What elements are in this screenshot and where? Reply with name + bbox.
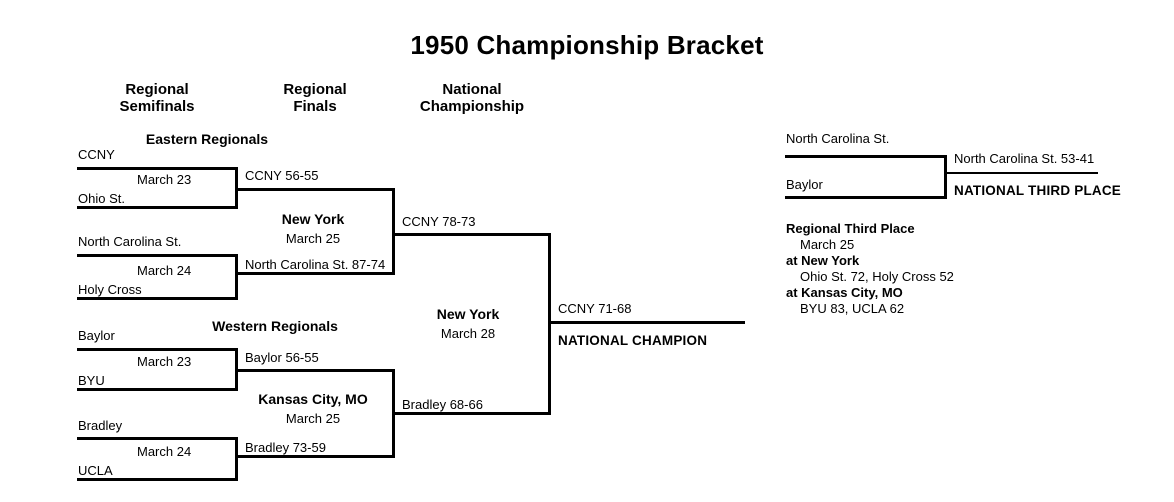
semifinal-4-date: March 24 (137, 444, 192, 459)
column-header-regional-semifinals: Regional Semifinals (119, 81, 195, 115)
semifinal-3-top-rule (77, 348, 238, 351)
semifinal-4-connector (235, 437, 238, 480)
semifinal-1-bottom-rule (77, 206, 238, 209)
championship-date: March 28 (440, 326, 496, 341)
east-final-connector (392, 188, 395, 275)
semifinal-4-top-rule (77, 437, 238, 440)
semifinal-4-top-team: Bradley (78, 418, 123, 433)
national-champion-label: NATIONAL CHAMPION (558, 333, 708, 348)
champion-result: CCNY 71-68 (558, 301, 632, 316)
championship-top-rule (394, 233, 551, 236)
championship-site: New York (436, 306, 500, 322)
regional-third-place-site-1: at New York (786, 253, 860, 268)
semifinal-1-date: March 23 (137, 172, 192, 187)
west-final-bottom-rule (237, 455, 395, 458)
championship-connector (548, 233, 551, 415)
regional-third-place-site-2: at Kansas City, MO (786, 285, 903, 300)
semifinal-2-top-team: North Carolina St. (78, 234, 182, 249)
regional-third-place-date: March 25 (800, 237, 855, 252)
west-final-date: March 25 (285, 411, 341, 426)
championship-top-result: CCNY 78-73 (402, 214, 476, 229)
champion-rule (548, 321, 745, 324)
regional-third-place-block: Regional Third Place March 25 at New Yor… (786, 221, 1046, 317)
east-final-site: New York (281, 211, 345, 227)
semifinal-2-date: March 24 (137, 263, 192, 278)
championship-bottom-result: Bradley 68-66 (402, 397, 483, 412)
semifinal-1-top-team: CCNY (78, 147, 115, 162)
semifinal-1-connector (235, 167, 238, 209)
west-final-top-result: Baylor 56-55 (245, 350, 319, 365)
east-final-bottom-rule (237, 272, 395, 275)
semifinal-3-connector (235, 348, 238, 391)
east-final-date: March 25 (285, 231, 341, 246)
third-place-bottom-team: Baylor (786, 177, 823, 192)
column-header-national-championship: National Championship (419, 81, 525, 115)
third-place-result: North Carolina St. 53-41 (954, 151, 1095, 166)
semifinal-1-top-rule (77, 167, 238, 170)
semifinal-4-bottom-rule (77, 478, 238, 481)
semifinal-3-bottom-team: BYU (78, 373, 105, 388)
third-place-top-rule (785, 155, 947, 158)
semifinal-4-bottom-team: UCLA (78, 463, 113, 478)
west-final-connector (392, 369, 395, 458)
column-header-regional-finals: Regional Finals (283, 81, 347, 115)
semifinal-2-bottom-rule (77, 297, 238, 300)
semifinal-3-bottom-rule (77, 388, 238, 391)
region-label-western: Western Regionals (212, 318, 338, 334)
third-place-connector (944, 155, 947, 198)
page-title: 1950 Championship Bracket (410, 30, 764, 60)
national-third-place-label: NATIONAL THIRD PLACE (954, 183, 1121, 198)
regional-third-place-site-2-result: BYU 83, UCLA 62 (800, 301, 905, 316)
third-place-result-rule (946, 172, 1098, 174)
third-place-top-team: North Carolina St. (786, 131, 890, 146)
semifinal-1-bottom-team: Ohio St. (78, 191, 125, 206)
east-final-top-result: CCNY 56-55 (245, 168, 319, 183)
west-final-top-rule (237, 369, 395, 372)
west-final-bottom-result: Bradley 73-59 (245, 440, 326, 455)
west-final-site: Kansas City, MO (258, 391, 368, 407)
third-place-bottom-rule (785, 196, 947, 199)
semifinal-2-top-rule (77, 254, 238, 257)
region-label-eastern: Eastern Regionals (145, 131, 269, 147)
east-final-top-rule (237, 188, 395, 191)
semifinal-2-bottom-team: Holy Cross (78, 282, 142, 297)
regional-third-place-heading: Regional Third Place (786, 221, 915, 236)
regional-third-place-site-1-result: Ohio St. 72, Holy Cross 52 (800, 269, 954, 284)
semifinal-3-top-team: Baylor (78, 328, 115, 343)
semifinal-2-connector (235, 254, 238, 298)
semifinal-3-date: March 23 (137, 354, 192, 369)
championship-bottom-rule (394, 412, 551, 415)
east-final-bottom-result: North Carolina St. 87-74 (245, 257, 386, 272)
